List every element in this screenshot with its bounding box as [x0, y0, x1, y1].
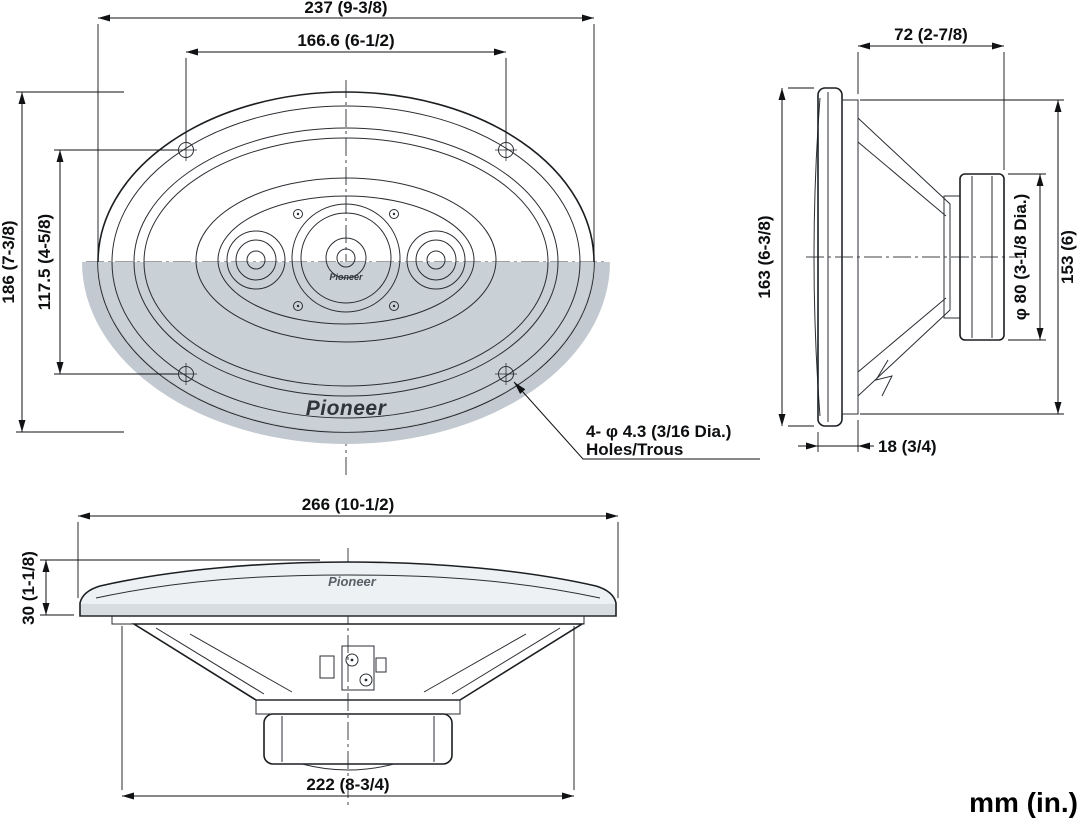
svg-text:72 (2-7/8): 72 (2-7/8) [894, 25, 968, 44]
bottom-terminal-block [319, 645, 387, 691]
front-grille-rings [111, 105, 581, 419]
svg-text:186 (7-3/8): 186 (7-3/8) [0, 220, 18, 303]
dim-side-magnet-dia: φ 80 (3-1/8 Dia.) [1008, 173, 1046, 341]
svg-text:237 (9-3/8): 237 (9-3/8) [304, 0, 387, 17]
holes-note: 4- φ 4.3 (3/16 Dia.) Holes/Trous [513, 381, 760, 460]
side-basket-cone [857, 116, 951, 398]
bottom-view: Pioneer [19, 495, 619, 808]
dim-front-height-overall: 186 (7-3/8) [0, 91, 124, 433]
svg-text:222 (8-3/4): 222 (8-3/4) [306, 775, 389, 794]
dim-side-depth-body: 72 (2-7/8) [857, 25, 1005, 170]
holes-note-line2: Holes/Trous [586, 440, 683, 459]
bottom-top-plate [255, 699, 461, 715]
bottom-cone-ribs [155, 627, 561, 695]
dim-side-height-overall: 163 (6-3/8) [755, 87, 814, 427]
front-brand-logo-tiny: Pioneer [329, 272, 363, 282]
dim-bottom-width-basket: 222 (8-3/4) [121, 626, 575, 800]
front-driver-cluster: Pioneer [195, 177, 497, 343]
svg-text:18 (3/4): 18 (3/4) [878, 437, 937, 456]
side-terminal-tabs [874, 359, 893, 397]
units-label: mm (in.) [969, 787, 1078, 818]
bottom-brand-logo: Pioneer [328, 574, 377, 589]
bottom-magnet-dome [301, 763, 395, 771]
svg-text:266 (10-1/2): 266 (10-1/2) [302, 495, 395, 514]
front-lower-shade [98, 262, 594, 432]
svg-text:φ 80 (3-1/8 Dia.): φ 80 (3-1/8 Dia.) [1011, 194, 1030, 321]
front-brand-logo: Pioneer [306, 397, 388, 420]
dim-front-height-holes: 117.5 (4-5/8) [35, 149, 178, 375]
dim-side-height-frame: 153 (6) [860, 99, 1077, 415]
bottom-magnet [263, 713, 453, 765]
dim-front-width-holes: 166.6 (6-1/2) [185, 31, 507, 142]
svg-text:153 (6): 153 (6) [1058, 230, 1077, 284]
dim-side-flange-depth: 18 (3/4) [798, 420, 937, 456]
side-view: 72 (2-7/8) 163 (6-3/8) 153 (6) [755, 25, 1077, 456]
holes-note-line1: 4- φ 4.3 (3/16 Dia.) [586, 422, 731, 441]
dim-front-width-overall: 237 (9-3/8) [97, 0, 595, 256]
svg-text:117.5 (4-5/8): 117.5 (4-5/8) [35, 214, 54, 310]
svg-text:166.6 (6-1/2): 166.6 (6-1/2) [297, 31, 394, 50]
front-view: Pioneer Pioneer 237 (9-3/8) 166.6 (6-1/2… [0, 0, 760, 478]
bottom-rim-band [80, 604, 616, 616]
bottom-grille-rim [80, 562, 616, 616]
cluster-screws [293, 209, 399, 311]
svg-text:163 (6-3/8): 163 (6-3/8) [755, 215, 774, 298]
side-magnet [959, 173, 1005, 341]
dim-bottom-height-grille: 30 (1-1/8) [19, 551, 320, 625]
dim-bottom-width-overall: 266 (10-1/2) [77, 495, 619, 598]
front-mounting-holes [175, 139, 517, 385]
svg-text:30 (1-1/8): 30 (1-1/8) [19, 551, 38, 625]
